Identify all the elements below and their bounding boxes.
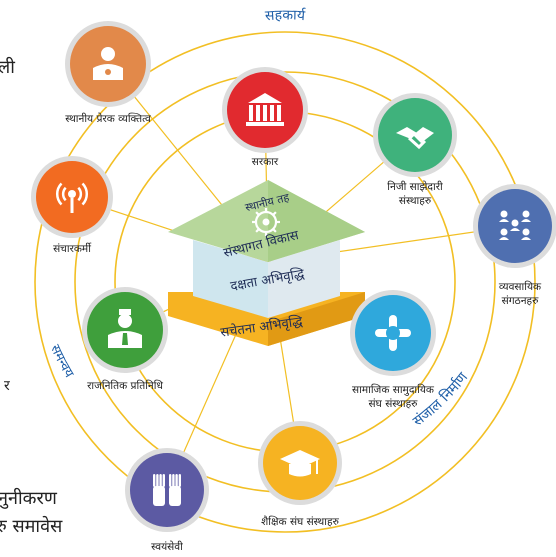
node-journalist: संचारकर्मी bbox=[31, 156, 113, 255]
gear-teeth bbox=[252, 208, 280, 236]
node-government: सरकार bbox=[222, 67, 308, 168]
graduation-cap-icon bbox=[280, 450, 320, 477]
node-label-local-leader: स्थानीय प्रेरक व्यक्तित्व bbox=[65, 112, 151, 125]
gear-tooth bbox=[272, 228, 277, 233]
ring-label-right-path: संजाल निर्माण bbox=[410, 369, 472, 430]
gear-tooth bbox=[272, 211, 277, 216]
stakeholder-nodes: स्थानीय प्रेरक व्यक्तित्व सरकार निजी साझेद… bbox=[31, 21, 556, 553]
gear-hub bbox=[262, 218, 270, 226]
edge-text-2: र bbox=[4, 378, 10, 394]
people-network-icon bbox=[499, 210, 531, 240]
node-label-government: सरकार bbox=[252, 156, 279, 168]
house-roof-shade bbox=[268, 180, 365, 262]
node-label-private: निजी साझेदारी bbox=[387, 180, 443, 193]
node-business: व्यवसायिक संगठनहरु bbox=[473, 184, 556, 307]
edge-text-3: नुनीकरण bbox=[0, 488, 57, 509]
house-wall-side bbox=[268, 240, 340, 318]
outer-ring bbox=[34, 31, 536, 533]
edge-text-4: रु समावेस bbox=[0, 516, 63, 537]
government-building-icon bbox=[246, 93, 284, 126]
ring-label-left: समन्वय bbox=[47, 343, 77, 381]
node-disc bbox=[87, 292, 163, 368]
node-volunteer: स्वयंसेवी bbox=[125, 448, 209, 553]
gear-tooth bbox=[255, 211, 260, 216]
joined-hands-icon bbox=[375, 315, 411, 351]
node-label-community: सामाजिक सामुदायिक bbox=[352, 383, 435, 396]
ring-label-left-path: समन्वय bbox=[47, 343, 77, 381]
node-label-politician: राजनितिक प्रतिनिधि bbox=[87, 379, 163, 392]
edge-text-1: ली bbox=[0, 57, 15, 78]
node-label-education: शैक्षिक संघ संस्थाहरु bbox=[261, 515, 339, 528]
person-medal-icon bbox=[93, 47, 123, 80]
house-base-side bbox=[268, 292, 365, 346]
handshake-icon bbox=[396, 127, 434, 150]
node-label-business: व्यवसायिक bbox=[499, 280, 542, 293]
node-local-leader: स्थानीय प्रेरक व्यक्तित्व bbox=[65, 21, 151, 125]
gear-tooth bbox=[255, 228, 260, 233]
node-label-volunteer: स्वयंसेवी bbox=[151, 540, 183, 553]
house-base-top bbox=[168, 292, 365, 346]
ring-label-top: सहकार्य bbox=[265, 7, 307, 25]
node-private: निजी साझेदारी संस्थाहरु bbox=[373, 93, 457, 207]
node-disc bbox=[130, 453, 204, 527]
node-label-community: संघ संस्थाहरु bbox=[369, 398, 419, 410]
node-politician: राजनितिक प्रतिनिधि bbox=[82, 287, 168, 392]
node-education: शैक्षिक संघ संस्थाहरु bbox=[258, 421, 342, 528]
node-label-private: संस्थाहरु bbox=[399, 195, 432, 207]
central-house: स्थानीय तह संस्थागत विकास दक्षता अभिवृद्… bbox=[168, 180, 365, 346]
politician-icon bbox=[108, 309, 142, 348]
node-label-business: संगठनहरु bbox=[502, 295, 540, 307]
broadcast-icon bbox=[55, 182, 89, 213]
node-community: सामाजिक सामुदायिक संघ संस्थाहरु bbox=[350, 290, 436, 410]
house-wall-front bbox=[193, 240, 268, 318]
raised-hands-icon bbox=[153, 474, 181, 506]
ring-label-top-path: सहकार्य bbox=[265, 7, 307, 25]
ring-label-right: संजाल निर्माण bbox=[410, 369, 472, 430]
node-label-journalist: संचारकर्मी bbox=[53, 242, 92, 255]
